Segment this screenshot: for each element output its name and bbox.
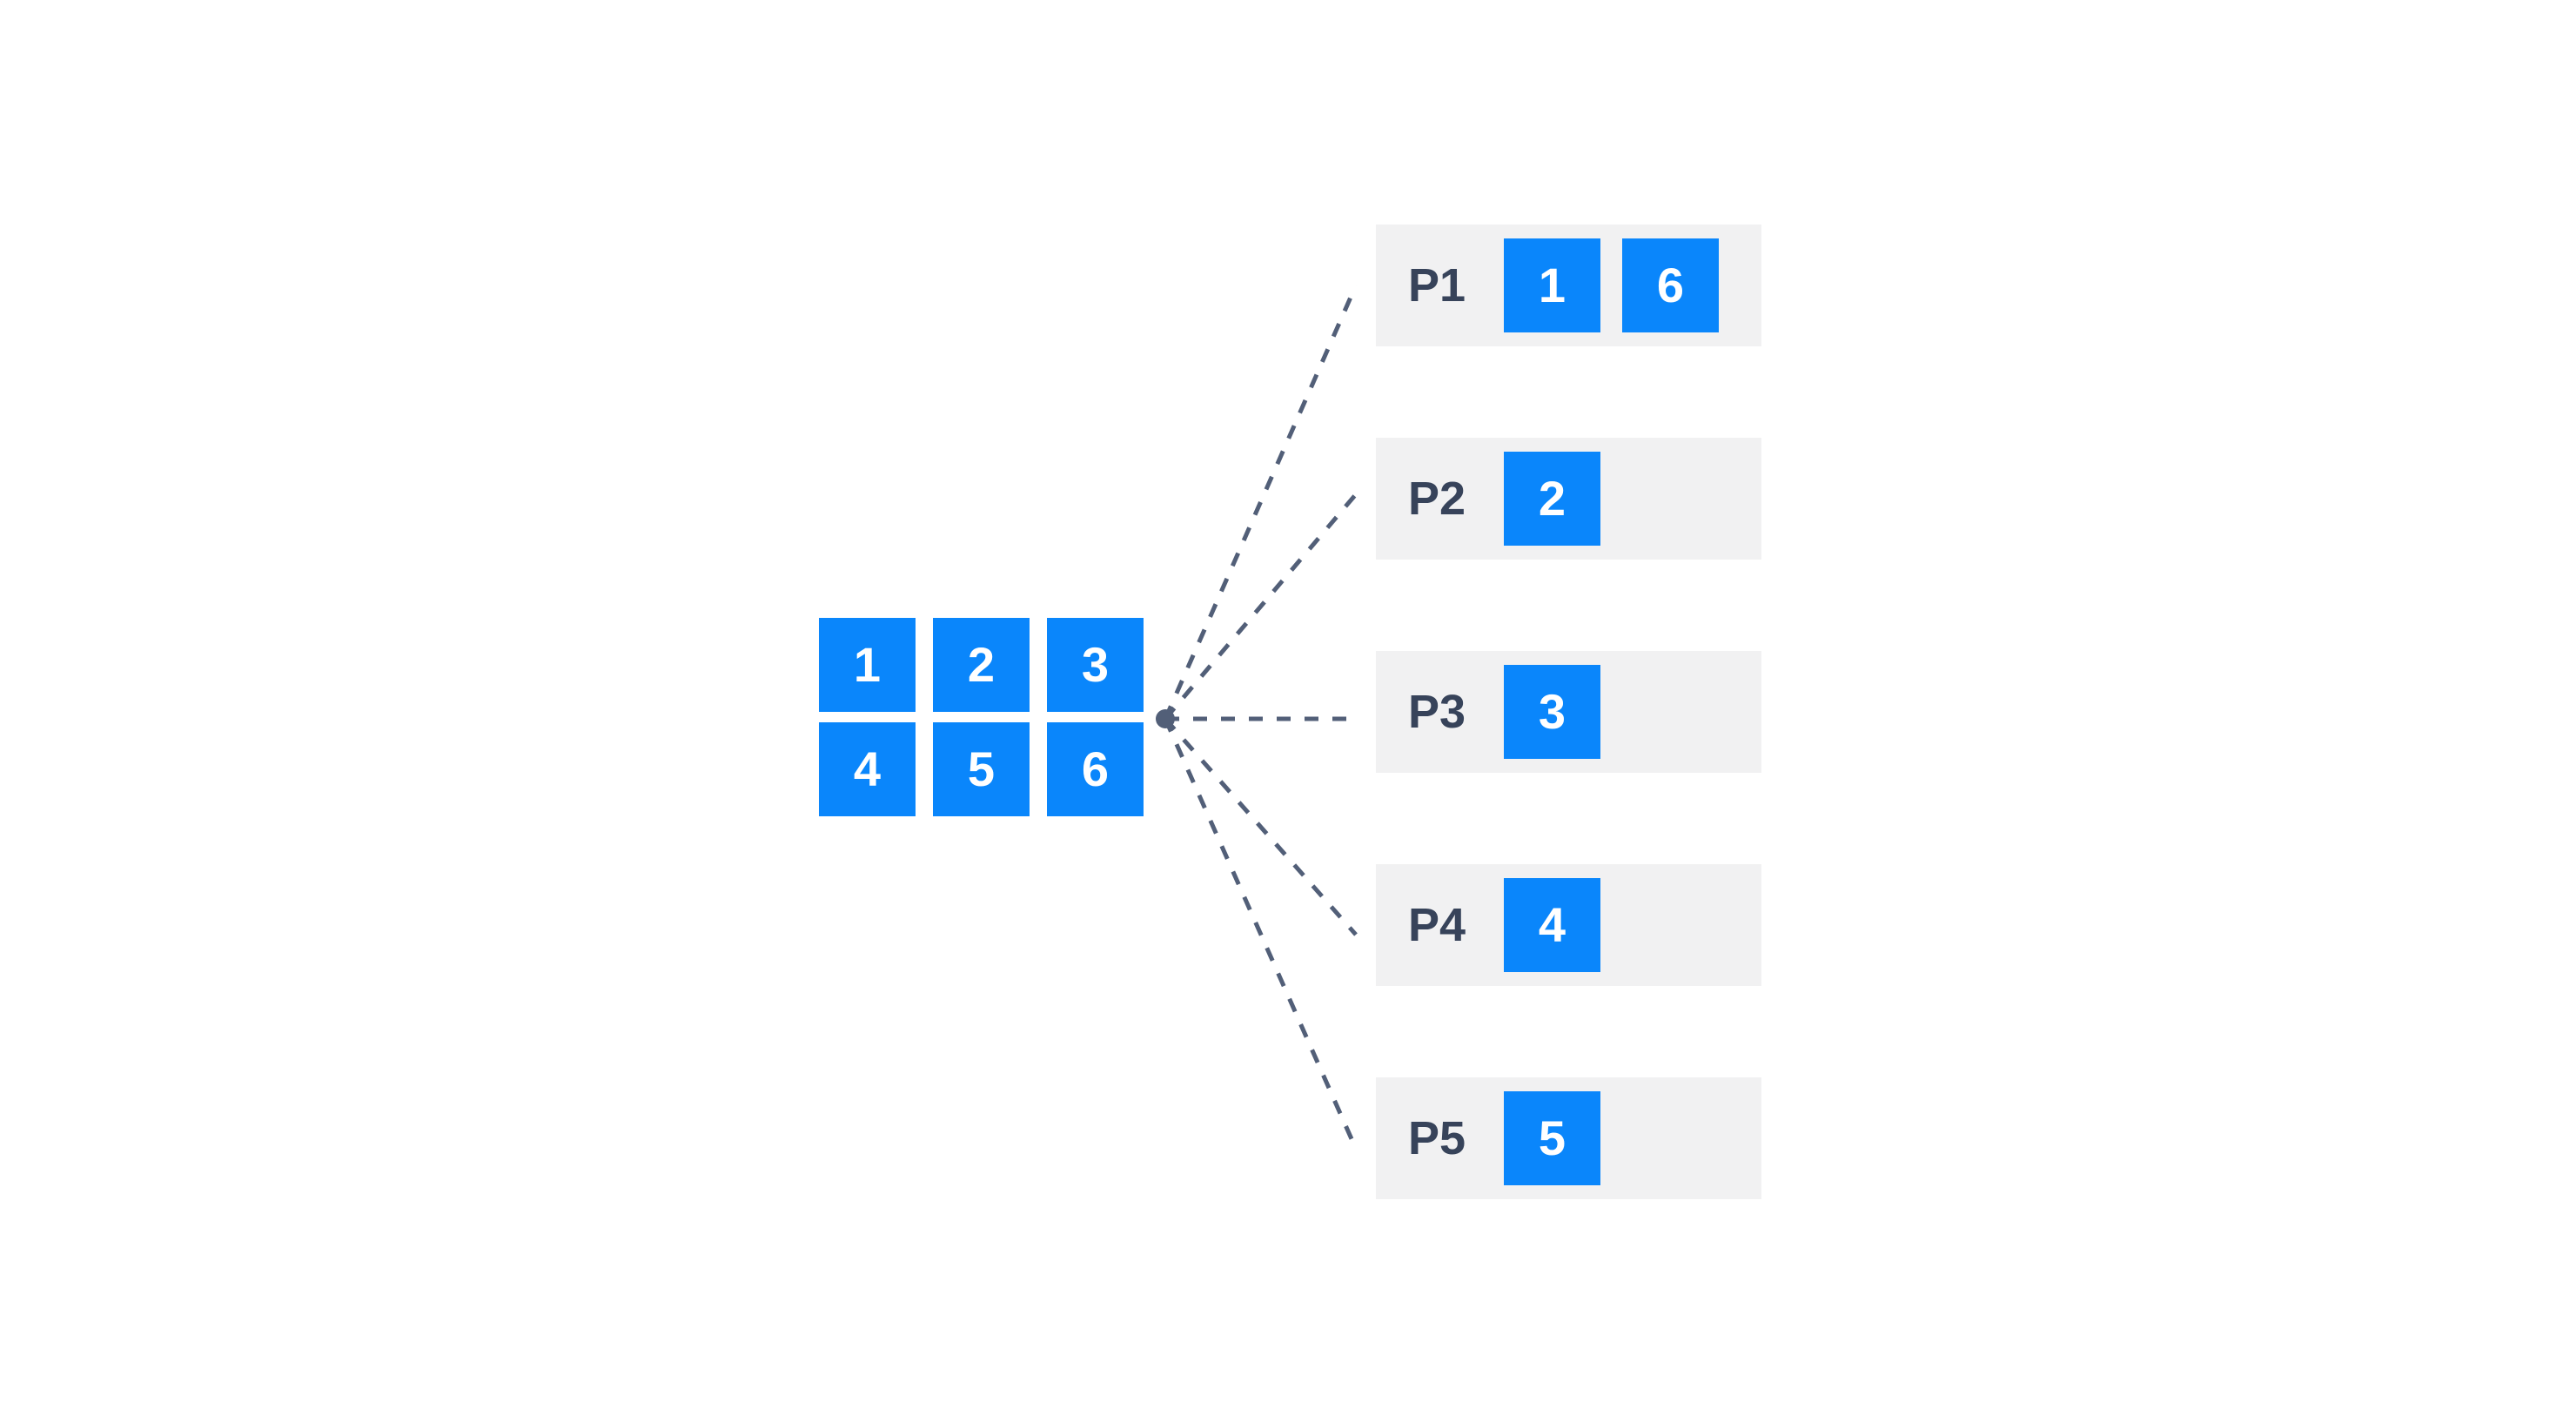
partition-cell: 6 <box>1622 238 1719 332</box>
partition-label: P5 <box>1408 1112 1466 1164</box>
connector-to-p4 <box>1164 717 1358 936</box>
partition-cell: 2 <box>1504 452 1600 546</box>
source-cell: 3 <box>1047 618 1144 712</box>
partition-label: P4 <box>1408 899 1466 951</box>
partition-row: P3 3 <box>1376 651 1761 773</box>
partition-cell: 1 <box>1504 238 1600 332</box>
partition-row: P5 5 <box>1376 1077 1761 1199</box>
fan-out-hub-dot <box>1156 709 1175 728</box>
partition-row: P4 4 <box>1376 864 1761 986</box>
source-cell: 5 <box>933 722 1030 816</box>
source-cell: 4 <box>819 722 916 816</box>
partition-cell: 4 <box>1504 878 1600 972</box>
partition-cell: 5 <box>1504 1091 1600 1185</box>
connector-to-p2 <box>1164 493 1358 721</box>
source-cell: 1 <box>819 618 916 712</box>
partition-values: 5 <box>1504 1091 1600 1185</box>
partition-row: P2 2 <box>1376 438 1761 560</box>
partition-label: P3 <box>1408 686 1466 738</box>
partition-values: 4 <box>1504 878 1600 972</box>
connector-to-p5 <box>1163 717 1358 1150</box>
source-cell: 2 <box>933 618 1030 712</box>
partition-label: P2 <box>1408 473 1466 525</box>
partition-cell: 3 <box>1504 665 1600 759</box>
partition-values: 2 <box>1504 452 1600 546</box>
partition-label: P1 <box>1408 259 1466 312</box>
connector-to-p1 <box>1163 284 1358 721</box>
source-cell: 6 <box>1047 722 1144 816</box>
partition-values: 3 <box>1504 665 1600 759</box>
